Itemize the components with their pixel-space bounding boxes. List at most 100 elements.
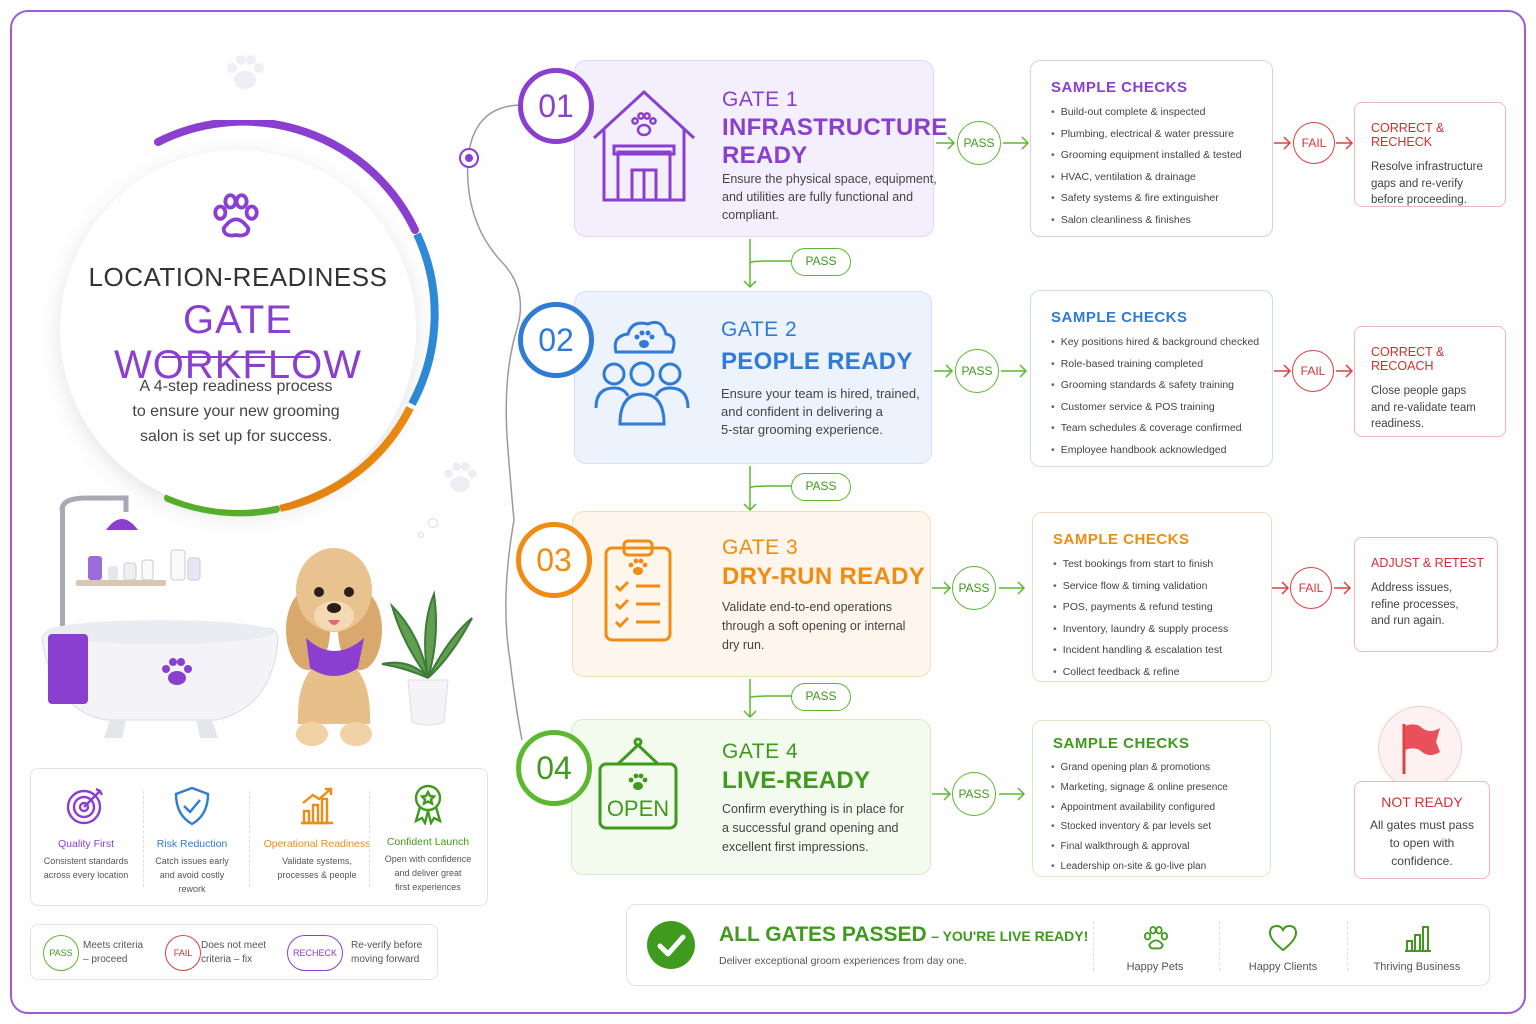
gate-3-title: DRY-RUN READY: [722, 563, 926, 590]
gate-3-pass-badge: PASS: [952, 566, 996, 610]
gate-3-to-4-connector: [743, 679, 792, 719]
house-paw-icon: [592, 89, 696, 202]
flag-icon: [1402, 724, 1440, 774]
title-divider: [162, 356, 310, 358]
gate-4-label: GATE 4: [722, 740, 799, 763]
check-item: POS, payments & refund testing: [1053, 597, 1271, 619]
bar-chart-up-icon: [301, 787, 333, 825]
gate-2-pass-badge: PASS: [955, 349, 999, 393]
check-item: Grand opening plan & promotions: [1051, 758, 1270, 778]
gate-1-pass-arrows: [936, 136, 1030, 150]
divider: [143, 791, 144, 887]
check-item: Key positions hired & background checked: [1051, 332, 1272, 354]
check-item: Grooming standards & safety training: [1051, 375, 1272, 397]
gate-2-fail-box: CORRECT & RECOACH Close people gaps and …: [1354, 326, 1506, 437]
gate-4-number: 04: [516, 730, 592, 806]
gate-3-label: GATE 3: [722, 536, 799, 559]
gate-1-to-2-connector: [743, 239, 792, 289]
workflow-path: [459, 104, 523, 741]
check-item: Test bookings from start to finish: [1053, 554, 1271, 576]
divider: [369, 791, 370, 887]
bar-chart-icon: [1405, 926, 1431, 952]
legend-panel: PASS Meets criteria– proceed FAIL Does n…: [30, 924, 438, 980]
award-ribbon-icon: [414, 784, 442, 827]
legend-pass-text: Meets criteria– proceed: [83, 940, 144, 965]
gate-4-pass-arrows: [932, 787, 1026, 801]
not-ready-box: NOT READY All gates must pass to open wi…: [1354, 781, 1490, 879]
check-item: Collect feedback & refine: [1053, 662, 1271, 684]
paw-icon: [444, 462, 477, 493]
legend-recheck-badge: RECHECK: [287, 935, 343, 971]
legend-fail-badge: FAIL: [165, 935, 201, 971]
check-item: Stocked inventory & par levels set: [1051, 817, 1270, 837]
gate-4-checks: SAMPLE CHECKS Grand opening plan & promo…: [1032, 720, 1271, 877]
check-item: Safety systems & fire extinguisher: [1051, 188, 1272, 210]
gate-1-checks: SAMPLE CHECKS Build-out complete & inspe…: [1030, 60, 1273, 237]
check-item: Build-out complete & inspected: [1051, 102, 1272, 124]
page-title: GATE WORKFLOW: [114, 298, 362, 387]
bubble: [428, 518, 438, 528]
checks-title: SAMPLE CHECKS: [1053, 735, 1190, 752]
gate-1-description: Ensure the physical space, equipment, an…: [722, 172, 937, 222]
check-item: Customer service & POS training: [1051, 397, 1272, 419]
gate-1-fail-badge: FAIL: [1293, 122, 1335, 164]
banner-headline: ALL GATES PASSED – YOU'RE LIVE READY!: [719, 923, 1089, 946]
gate-2-to-3-pass-pill: PASS: [791, 473, 851, 501]
check-item: Grooming equipment installed & tested: [1051, 145, 1272, 167]
gate-1-label: GATE 1: [722, 88, 799, 111]
check-item: Marketing, signage & online presence: [1051, 778, 1270, 798]
gate-1-pass-badge: PASS: [957, 121, 1001, 165]
target-icon: [66, 787, 104, 825]
gate-2-label: GATE 2: [721, 318, 798, 341]
title-subtitle: A 4-step readiness process to ensure you…: [132, 378, 340, 445]
gate-2-number: 02: [518, 302, 594, 378]
gate-3-to-4-pass-pill: PASS: [791, 683, 851, 711]
divider: [1093, 921, 1094, 971]
not-ready-description: All gates must pass to open with confide…: [1369, 818, 1475, 868]
gate-4-title: LIVE-READY: [722, 767, 871, 794]
check-item: Team schedules & coverage confirmed: [1051, 418, 1272, 440]
paw-icon: [213, 193, 259, 238]
divider: [249, 791, 250, 887]
gate-3-card: [572, 511, 931, 677]
gate-2-pass-arrows: [934, 364, 1028, 378]
gate-2-fail-badge: FAIL: [1292, 350, 1334, 392]
open-sign-text: OPEN: [606, 796, 670, 821]
gate-3-description: Validate end-to-end operations through a…: [722, 600, 906, 652]
all-gates-passed-banner: ALL GATES PASSED – YOU'RE LIVE READY! De…: [626, 904, 1490, 986]
gate-3-fail-box: ADJUST & RETEST Address issues, refine p…: [1354, 537, 1498, 652]
clipboard-checklist-icon: [604, 539, 672, 642]
check-item: Salon cleanliness & finishes: [1051, 210, 1272, 232]
fail-description: Close people gaps and re-validate team r…: [1371, 385, 1476, 430]
title-disc: [60, 150, 416, 510]
gate-1-fail-box: CORRECT & RECHECK Resolve infrastructure…: [1354, 102, 1506, 207]
thriving-business-label: Thriving Business: [1373, 961, 1461, 973]
gate-3-number: 03: [516, 522, 592, 598]
divider: [1219, 921, 1220, 971]
check-item: Leadership on-site & go-live plan: [1051, 857, 1270, 877]
fail-title: ADJUST & RETEST: [1371, 556, 1484, 570]
legend-pass-badge: PASS: [43, 935, 79, 971]
plant-illustration: [381, 590, 473, 726]
gate-3-pass-arrows: [932, 581, 1026, 595]
shield-check-icon: [174, 786, 210, 826]
gate-3-fail-badge: FAIL: [1290, 567, 1332, 609]
gate-2-title: PEOPLE READY: [721, 348, 913, 375]
gate-4-card: [571, 719, 931, 875]
bubble: [418, 532, 424, 538]
check-item: Final walkthrough & approval: [1051, 837, 1270, 857]
bathtub-illustration: [41, 495, 279, 738]
fail-title: CORRECT & RECOACH: [1371, 345, 1445, 373]
check-item: Inventory, laundry & supply process: [1053, 619, 1271, 641]
dog-illustration: [286, 548, 382, 746]
gate-4-description: Confirm everything is in place for a suc…: [722, 802, 905, 854]
heart-icon: [1268, 924, 1298, 952]
fail-description: Address issues, refine processes, and ru…: [1371, 582, 1459, 627]
gate-1-card: [574, 60, 934, 237]
paw-icon: [227, 55, 264, 89]
